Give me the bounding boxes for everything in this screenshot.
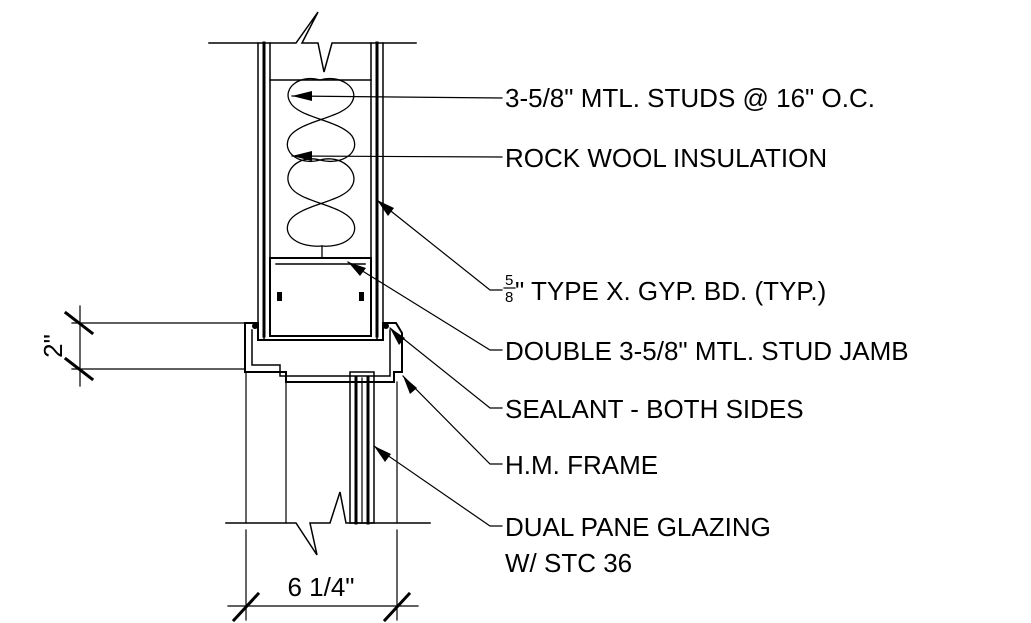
label-insulation: ROCK WOOL INSULATION [505, 143, 827, 173]
label-glazing-line1: DUAL PANE GLAZING [505, 512, 771, 542]
label-glazing-line2: W/ STC 36 [505, 548, 632, 578]
dimension-2in-label: 2" [38, 334, 68, 358]
label-sealant: SEALANT - BOTH SIDES [505, 394, 804, 424]
sealant-beads [252, 323, 389, 329]
hm-frame [244, 322, 403, 383]
dimension-6-1-4 [227, 529, 419, 623]
rock-wool-insulation [286, 77, 356, 259]
label-gyp-board: 5 8 " TYPE X. GYP. BD. (TYP.) [503, 272, 826, 306]
dimension-2in [63, 305, 246, 387]
label-frame: H.M. FRAME [505, 450, 658, 480]
glazing-assembly [245, 371, 398, 525]
dimension-6-1-4-label: 6 1/4" [287, 572, 354, 602]
gyp-fraction-numerator: 5 [505, 272, 513, 289]
leader-lines [291, 91, 503, 527]
gyp-fraction-denominator: 8 [505, 289, 513, 306]
wall-above [208, 11, 417, 341]
gyp-label-text: " TYPE X. GYP. BD. (TYP.) [515, 276, 826, 306]
label-studs: 3-5/8" MTL. STUDS @ 16" O.C. [505, 83, 875, 113]
label-stud-jamb: DOUBLE 3-5/8" MTL. STUD JAMB [505, 336, 909, 366]
